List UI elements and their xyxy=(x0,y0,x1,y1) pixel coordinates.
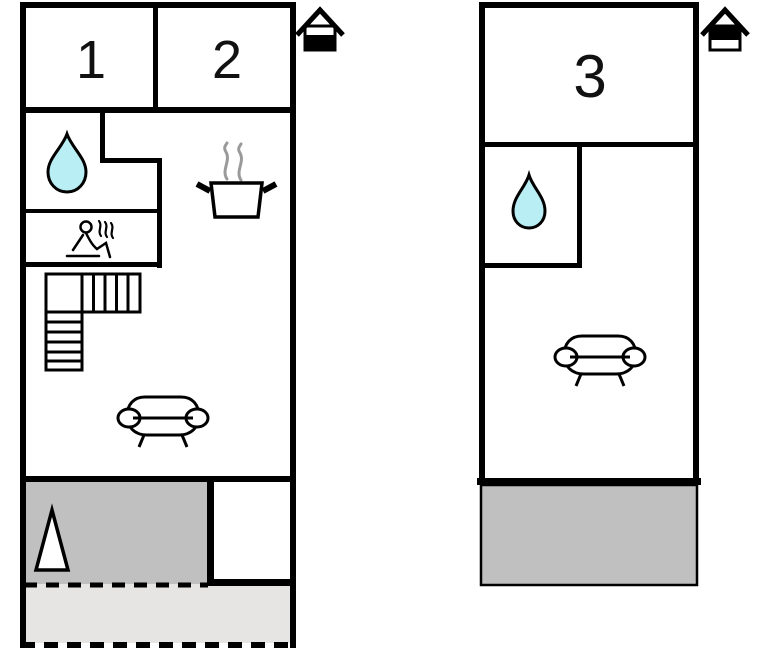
outer-wall-top xyxy=(479,2,699,8)
outer-wall-right xyxy=(693,2,699,485)
bathroom-right-wall xyxy=(577,142,582,268)
outer-wall-left xyxy=(20,2,26,648)
tree-icon xyxy=(33,503,71,572)
living-room-bottom-wall xyxy=(20,476,296,482)
outer-wall-left xyxy=(479,2,485,485)
sauna-icon xyxy=(65,219,115,259)
bathroom-step-wall-horizontal xyxy=(100,158,162,163)
sauna-bottom-wall xyxy=(20,262,162,267)
outer-wall-right xyxy=(290,2,296,648)
outer-wall-bottom xyxy=(477,478,701,485)
room1-room2-divider-wall xyxy=(153,2,158,113)
room3-bottom-wall xyxy=(479,142,699,147)
lower-floor-icon xyxy=(295,6,345,52)
bathroom-bottom-wall xyxy=(20,209,162,213)
upper-floor-plan: 3 xyxy=(477,2,701,587)
bathroom-bottom-wall xyxy=(479,263,582,268)
upper-floor-icon xyxy=(700,6,750,52)
bedrooms-bottom-wall xyxy=(20,107,296,113)
sofa-icon xyxy=(553,334,647,387)
bathroom-step-wall-vertical xyxy=(100,107,105,163)
staircase-icon xyxy=(44,272,142,372)
ground-floor-plan: 1 2 xyxy=(20,2,296,648)
room-2-label: 2 xyxy=(212,30,242,90)
sofa-icon xyxy=(116,395,210,448)
storage-room-left-wall xyxy=(207,476,214,586)
water-drop-icon xyxy=(46,129,88,194)
storage-room-bottom-wall xyxy=(207,579,296,586)
patio-area xyxy=(23,584,293,643)
room-1-label: 1 xyxy=(76,30,106,90)
terrace-area xyxy=(479,483,699,587)
water-drop-icon xyxy=(511,169,547,230)
cooking-pot-icon xyxy=(195,141,278,219)
room-3-label: 3 xyxy=(573,43,606,110)
